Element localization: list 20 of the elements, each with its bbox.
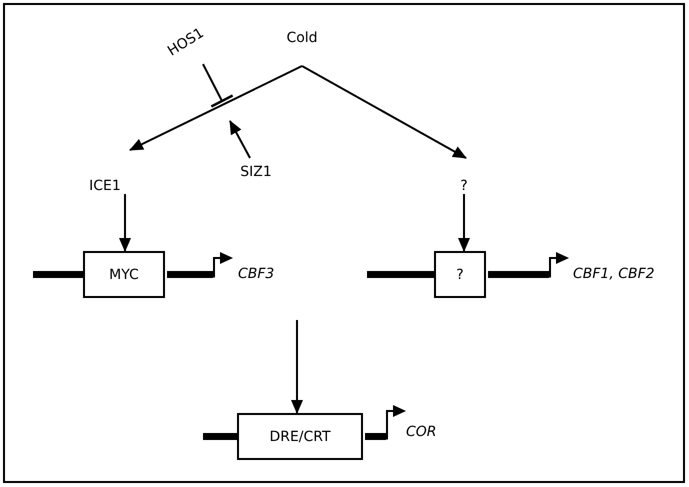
arrow	[302, 65, 467, 159]
arrow	[291, 320, 303, 414]
unknown-factor-label: ?	[452, 158, 476, 194]
arrow	[458, 194, 470, 252]
arrow	[229, 120, 251, 158]
element-label: ?	[456, 266, 464, 282]
transcription-factor-label: ICE1	[80, 150, 130, 194]
arrow	[129, 65, 302, 151]
element-label: MYC	[109, 266, 139, 282]
binding-site-box	[83, 251, 165, 298]
element-label: DRE/CRT	[269, 428, 331, 444]
stimulus-label: Cold	[272, 30, 332, 66]
gene-name: CBF3	[238, 266, 274, 282]
inhibition-line	[202, 64, 234, 108]
binding-site-box	[434, 251, 486, 298]
binding-site-box	[237, 413, 363, 460]
gene-name: COR	[406, 424, 437, 440]
regulator-label: SIZ1	[234, 158, 278, 180]
gene-name: CBF1, CBF2	[573, 266, 655, 282]
arrow	[119, 194, 131, 252]
